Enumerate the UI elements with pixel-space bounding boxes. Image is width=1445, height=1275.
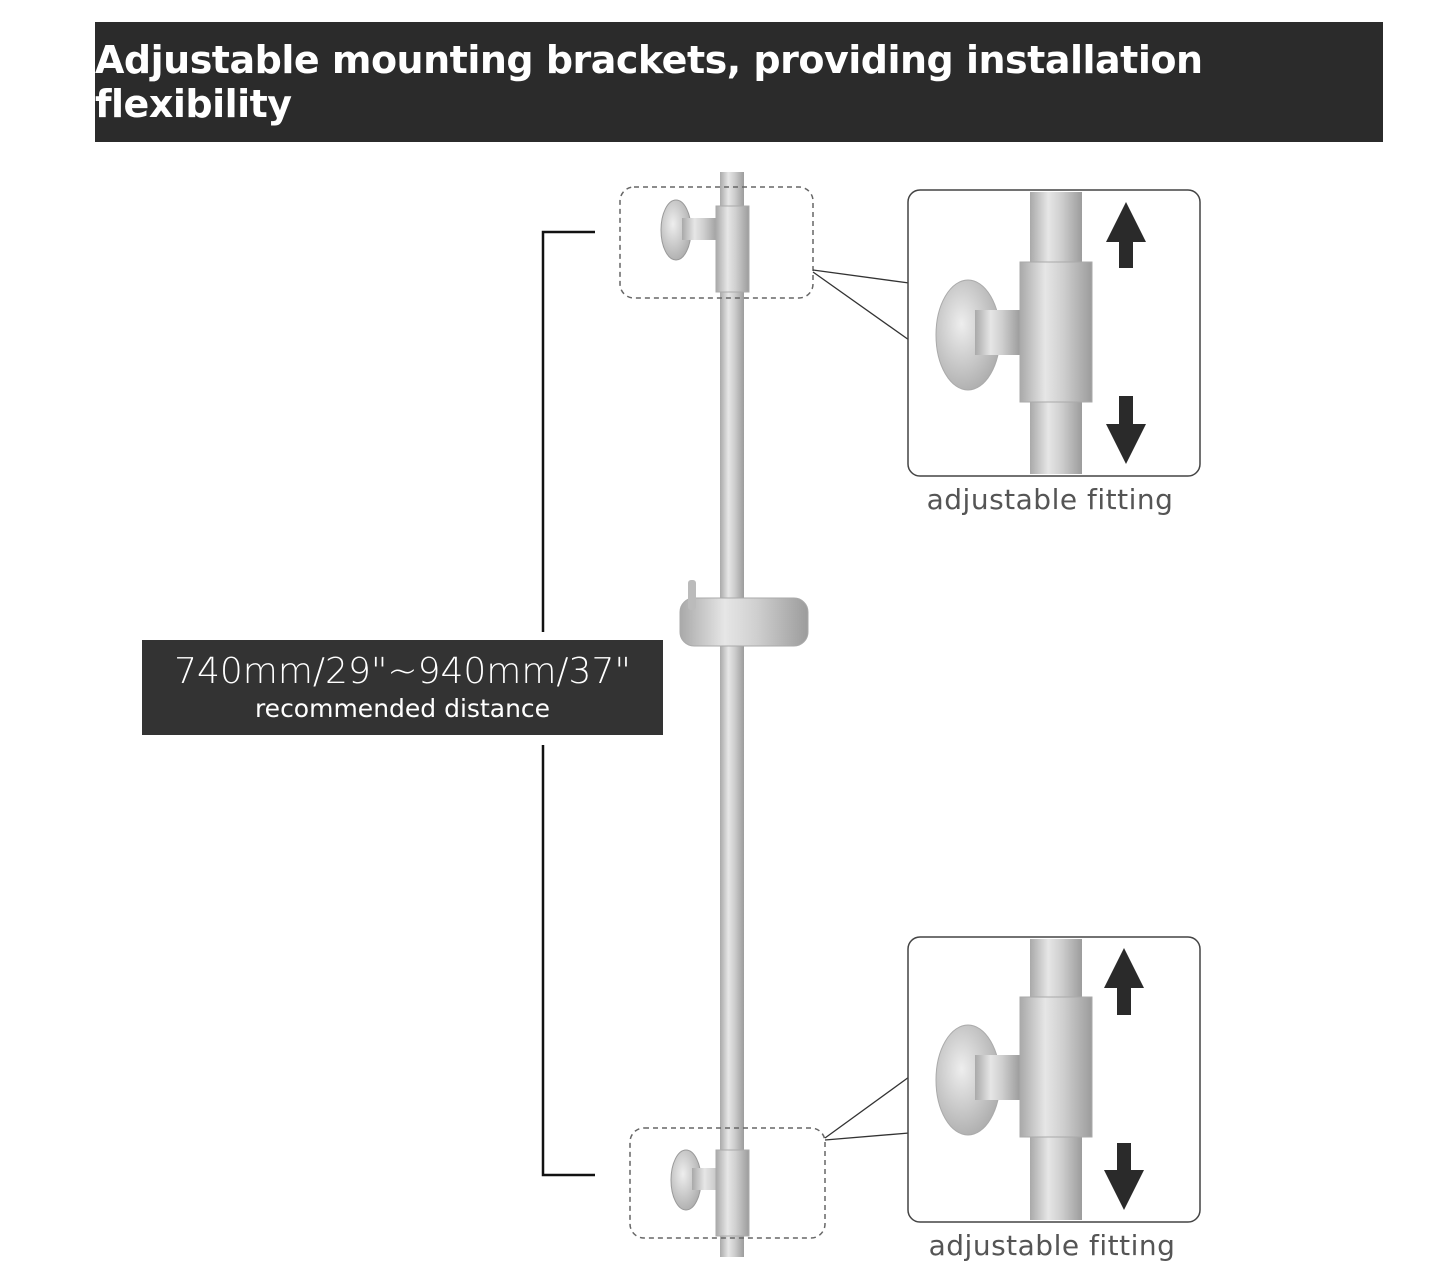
top-highlight-box [619,186,814,299]
top-bracket-sleeve [715,205,750,293]
distance-bracket [541,230,595,1177]
page-title: Adjustable mounting brackets, providing … [95,38,1203,126]
top-inset-caption: adjustable fitting [926,483,1174,516]
slide-bar [660,172,809,1257]
shower-head-holder [679,597,809,647]
top-inset [907,189,1201,477]
arrow-down-icon [1106,396,1146,464]
bottom-highlight-box [629,1127,826,1239]
distance-range: 740mm/29"~940mm/37" [174,651,631,692]
arrow-up-icon [1106,202,1146,268]
arrow-up-icon [1104,948,1144,1015]
bottom-bracket-sleeve [715,1149,750,1237]
distance-label: 740mm/29"~940mm/37" recommended distance [142,640,663,735]
bottom-inset-caption: adjustable fitting [928,1229,1176,1262]
bottom-inset [907,936,1201,1223]
arrow-down-icon [1104,1143,1144,1210]
title-banner: Adjustable mounting brackets, providing … [95,22,1383,142]
callout-lines [812,269,910,1141]
distance-caption: recommended distance [254,694,551,723]
